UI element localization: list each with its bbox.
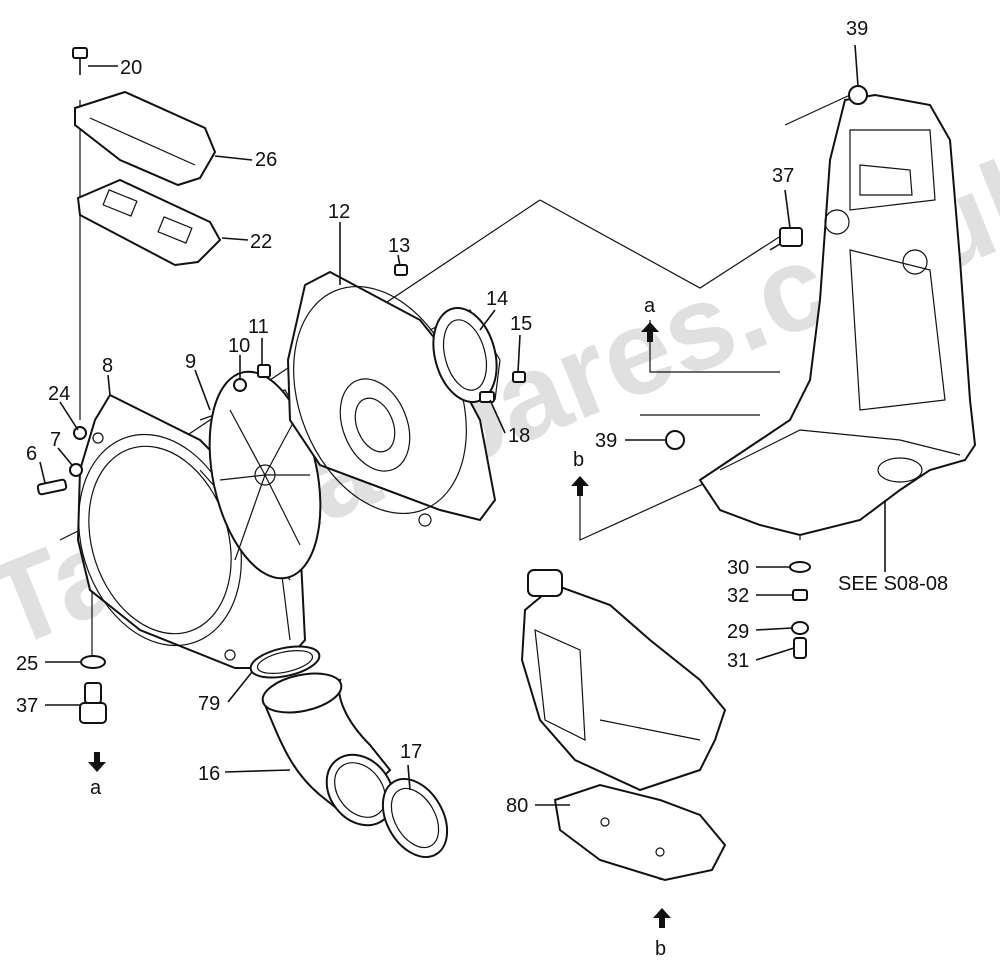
elbow-pipe-16 [261,672,395,827]
leader-lines [39,44,886,806]
callout-15: 15 [510,313,532,335]
callout-29: 29 [727,621,749,643]
callout-30: 30 [727,557,749,579]
marker-b-top: b [573,449,584,471]
callout-24: 24 [48,383,70,405]
nut-39-top [848,85,868,105]
screen-14 [432,306,498,404]
callout-10: 10 [228,335,250,357]
callout-79: 79 [198,693,220,715]
hardware-30-32-29-31 [789,561,811,659]
backpack-frame [698,93,977,537]
seal-79 [249,645,321,679]
callout-31: 31 [727,650,749,672]
callout-22: 22 [250,231,272,253]
callout-13: 13 [388,235,410,257]
arrow-b-top [571,476,589,496]
nut-13 [394,264,408,276]
washer-25 [80,655,106,669]
fan-cover-12 [286,270,501,527]
marker-a-top: a [644,295,656,317]
callout-26: 26 [255,149,277,171]
cover-plate-26 [74,90,217,187]
see-reference-note: SEE S08-08 [838,573,948,595]
callout-14: 14 [486,288,508,310]
grommet-37-upper [769,227,803,251]
callout-37-right: 37 [772,165,794,187]
marker-a-bottom: a [90,777,102,799]
callout-39-mid: 39 [595,430,617,452]
callout-8: 8 [102,355,113,377]
callout-32: 32 [727,585,749,607]
callout-20: 20 [120,57,142,79]
callout-6: 6 [26,443,37,465]
callout-25: 25 [16,653,38,675]
callout-18: 18 [508,425,530,447]
screw-6 [36,478,68,496]
arrow-a-top [641,322,659,342]
screw-11 [257,364,271,378]
washer-10 [233,378,247,392]
callout-11: 11 [248,316,269,338]
washer-7 [69,463,83,477]
callout-39-top: 39 [846,18,868,40]
gasket-22 [76,178,222,267]
arrow-a-bottom [88,752,106,772]
callout-17: 17 [400,741,422,763]
fasteners [36,264,526,724]
grommet-37-lower [84,682,102,704]
callout-labels: 20 26 22 12 13 14 15 18 11 10 8 9 24 7 6… [16,18,868,817]
callout-37-left: 37 [16,695,38,717]
nut-18 [479,391,495,403]
connection-markers: a b a b [90,295,666,960]
arrow-b-bottom [653,908,671,928]
callout-16: 16 [198,763,220,785]
fuel-tank [520,569,727,792]
callout-80: 80 [506,795,528,817]
callout-12: 12 [328,201,350,223]
screw-20 [72,47,88,75]
clamp-ring-17 [381,778,449,858]
screw-15 [512,371,526,383]
callout-7: 7 [50,429,61,451]
plate-80 [553,783,727,882]
marker-b-bottom: b [655,938,666,960]
callout-9: 9 [185,351,196,373]
nut-24 [73,426,87,440]
nut-39-mid [665,430,685,450]
